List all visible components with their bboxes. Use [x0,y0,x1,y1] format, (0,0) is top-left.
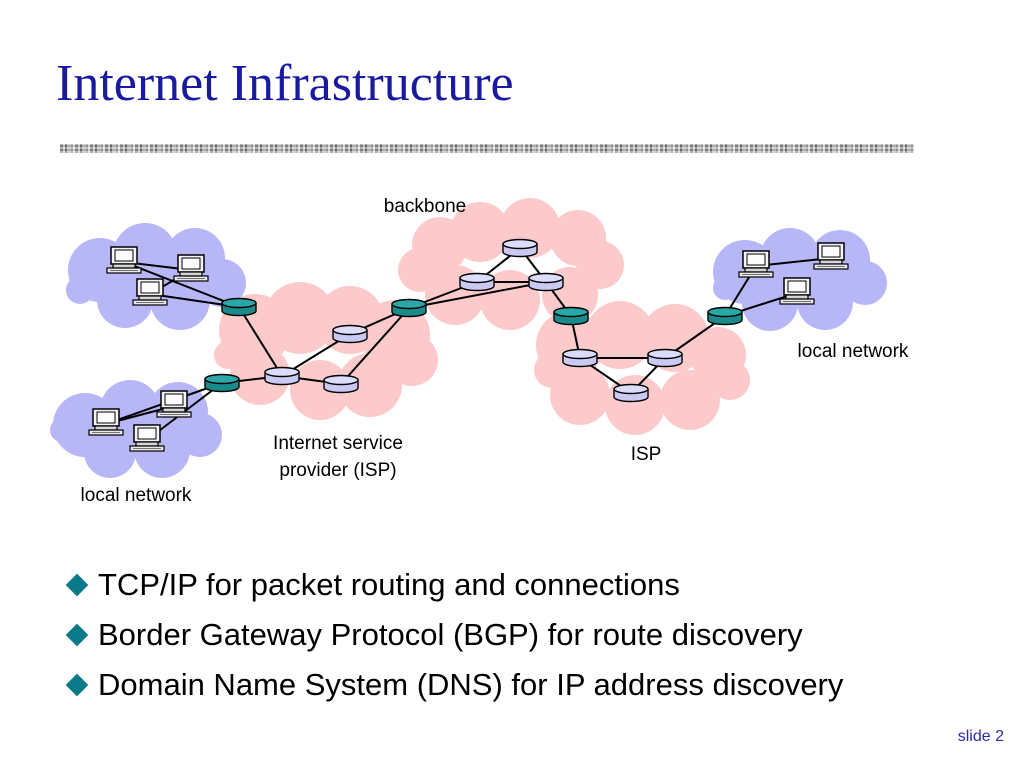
bullet-list: TCP/IP for packet routing and connection… [64,560,843,710]
isp-left-label-line2: provider (ISP) [279,460,396,481]
computer-icon [813,242,849,270]
bullet-text: TCP/IP for packet routing and connection… [98,567,680,602]
bullet-text: Border Gateway Protocol (BGP) for route … [98,617,803,652]
local-network-right-label: local network [798,341,909,362]
router-icon [264,366,300,386]
router-icon [502,238,538,258]
router-icon [528,272,564,292]
local-network-cloud-top-left [66,223,246,330]
computer-icon [106,246,142,274]
isp-left-label-line1: Internet service [273,433,403,454]
gateway-router-icon [221,297,257,317]
diamond-bullet-icon [65,623,89,647]
computer-icon [88,408,124,436]
computer-icon [738,250,774,278]
gateway-router-icon [391,298,427,318]
gateway-router-icon [553,306,589,326]
diamond-bullet-icon [65,573,89,597]
bullet-item: TCP/IP for packet routing and connection… [64,560,843,610]
bullet-item: Domain Name System (DNS) for IP address … [64,660,843,710]
router-icon [647,348,683,368]
bullet-text: Domain Name System (DNS) for IP address … [98,667,844,702]
computer-icon [779,277,815,305]
computer-icon [129,424,165,452]
router-icon [332,324,368,344]
router-icon [562,348,598,368]
gateway-router-icon [707,306,743,326]
computer-icon [173,254,209,282]
diamond-bullet-icon [65,673,89,697]
bullet-item: Border Gateway Protocol (BGP) for route … [64,610,843,660]
local-network-left-label: local network [81,485,192,506]
backbone-cloud [398,198,624,330]
backbone-label: backbone [384,196,466,217]
gateway-router-icon [204,373,240,393]
slide-title: Internet Infrastructure [56,55,514,112]
router-icon [613,383,649,403]
router-icon [459,272,495,292]
computer-icon [156,390,192,418]
router-icon [323,374,359,394]
computer-icon [132,278,168,306]
slide-number: slide 2 [957,728,1004,745]
isp-right-label: ISP [631,444,662,465]
title-divider [60,144,914,153]
